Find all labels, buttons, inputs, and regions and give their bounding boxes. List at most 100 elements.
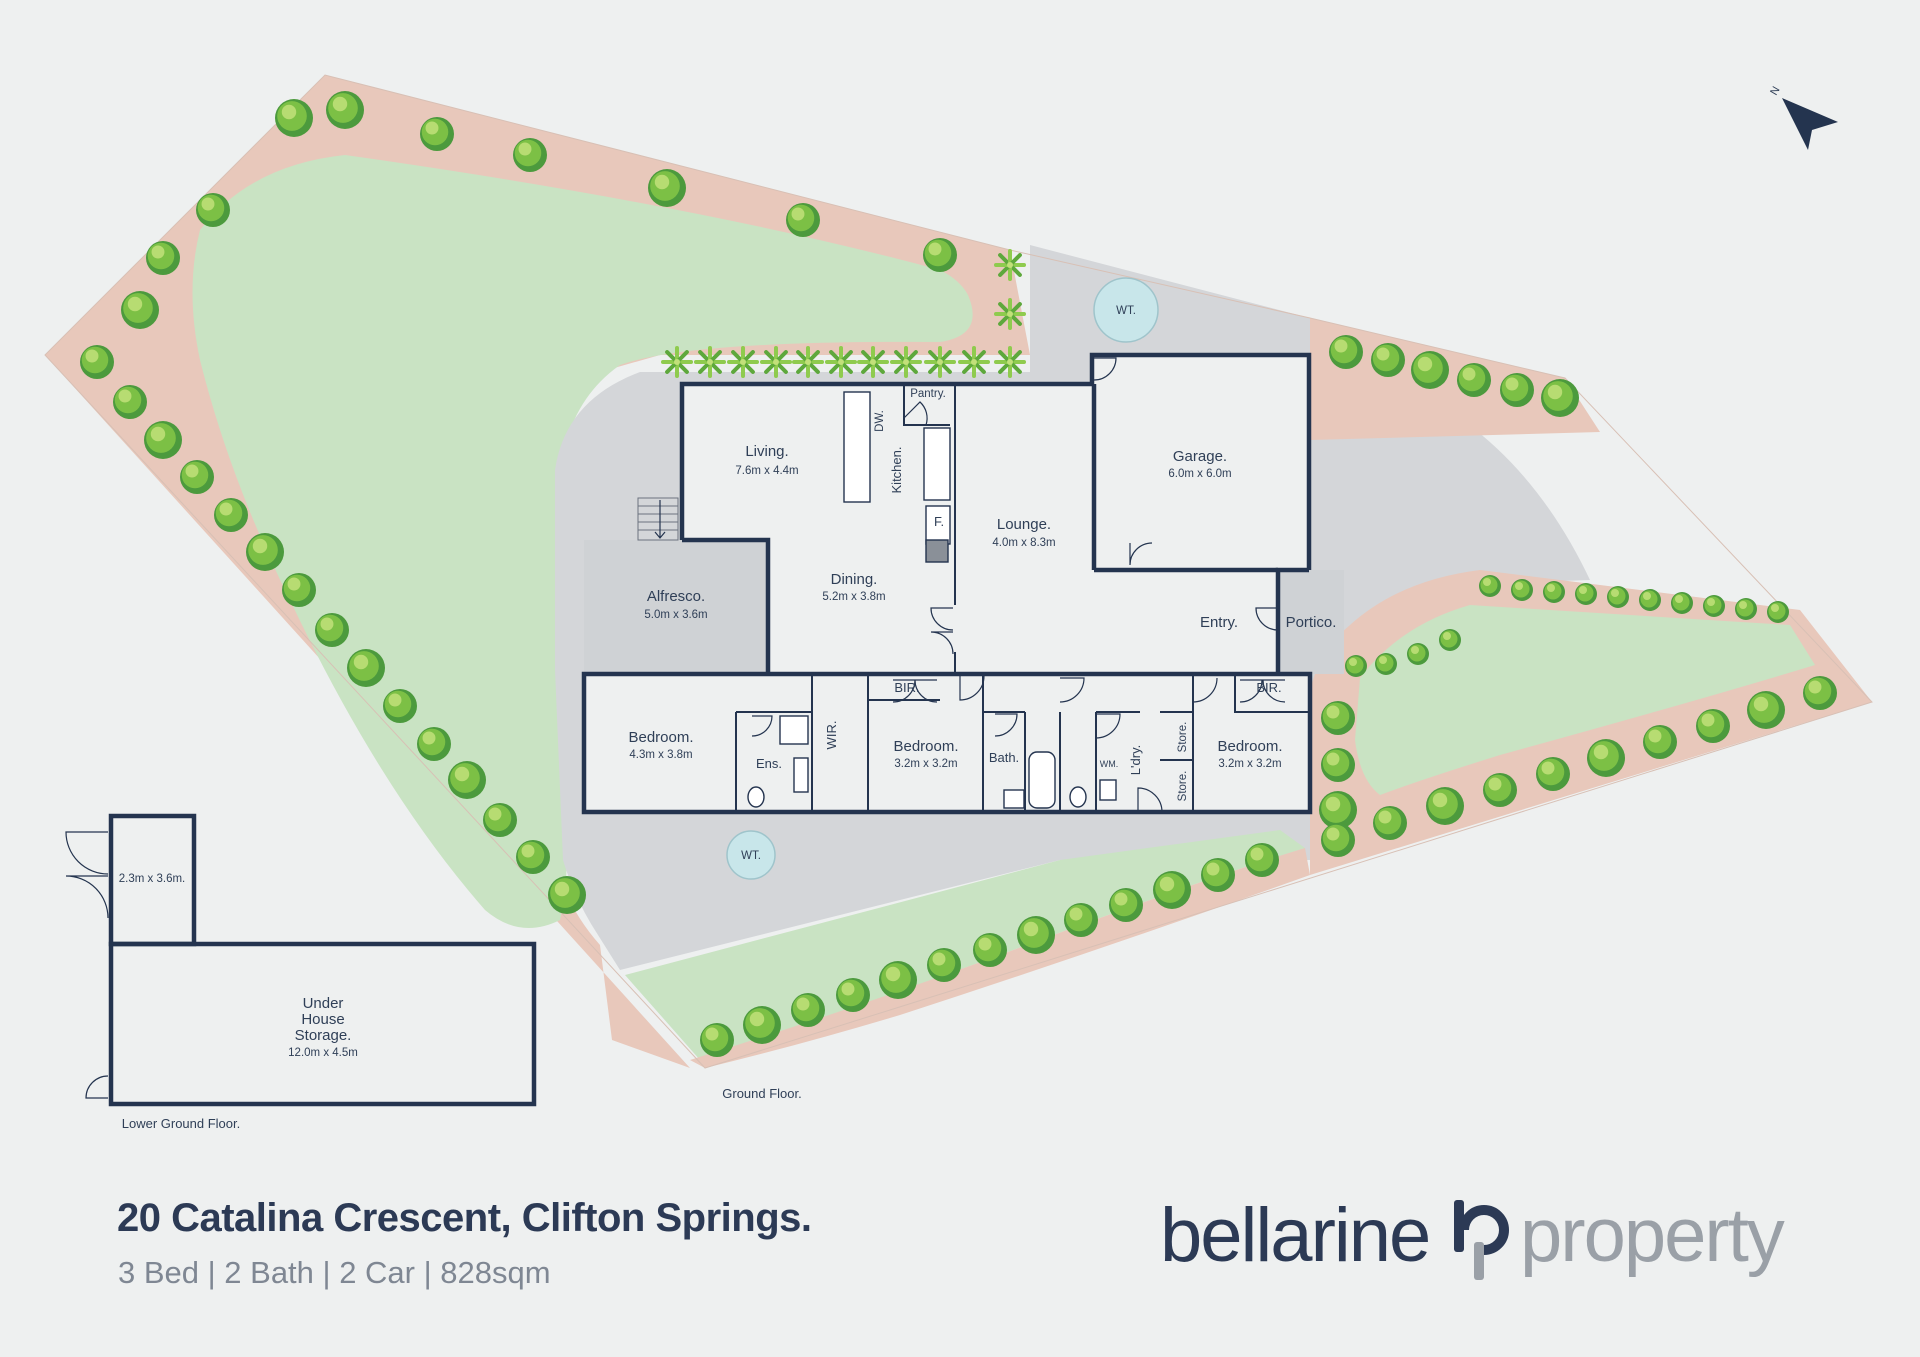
- tree-icon: [1411, 351, 1449, 389]
- storage-label-2: House: [301, 1011, 344, 1028]
- bedroom-3-dim: 3.2m x 3.2m: [1218, 758, 1281, 770]
- tree-icon: [1017, 916, 1055, 954]
- shrub-icon: [1767, 601, 1789, 623]
- toilet-main: [1069, 786, 1087, 808]
- vanity-bath: [1003, 789, 1025, 809]
- palm-icon: [727, 346, 759, 378]
- lower-small-dim: 2.3m x 3.6m.: [119, 873, 185, 885]
- water-tank-north: [1093, 277, 1159, 343]
- site-boundary: [44, 74, 1873, 1069]
- vanity-ens: [793, 757, 809, 793]
- dining-dim: 5.2m x 3.8m: [822, 591, 885, 603]
- bir-2-label: BIR.: [894, 680, 919, 695]
- palm-icon: [760, 346, 792, 378]
- tree-icon: [214, 498, 248, 532]
- laundry-label: L'dry.: [1128, 745, 1143, 775]
- tree-icon: [144, 421, 182, 459]
- bedroom-2-dim: 3.2m x 3.2m: [894, 758, 957, 770]
- tree-icon: [791, 993, 825, 1027]
- store-2-label: Store.: [1177, 771, 1189, 802]
- pantry-label: Pantry.: [910, 388, 946, 400]
- tree-icon: [1153, 871, 1191, 909]
- tree-icon: [383, 689, 417, 723]
- palm-icon: [994, 298, 1026, 330]
- entry-label: Entry.: [1200, 614, 1238, 631]
- shrub-icon: [1703, 595, 1725, 617]
- shrub-icon: [1345, 655, 1367, 677]
- doors: [751, 357, 1286, 813]
- tree-icon: [879, 961, 917, 999]
- garage-dim: 6.0m x 6.0m: [1168, 468, 1231, 480]
- tree-icon: [1426, 787, 1464, 825]
- tree-icon: [548, 876, 586, 914]
- shrub-icon: [1439, 629, 1461, 651]
- shower-ens: [779, 715, 809, 745]
- palm-plants: [661, 249, 1026, 378]
- tree-icon: [483, 803, 517, 837]
- dining-label: Dining.: [831, 571, 878, 588]
- tree-icon: [1500, 373, 1534, 407]
- tree-icon: [743, 1006, 781, 1044]
- tree-icon: [347, 649, 385, 687]
- tree-icon: [1321, 701, 1355, 735]
- lower-floor-label: Lower Ground Floor.: [122, 1116, 241, 1131]
- tree-icon: [326, 91, 364, 129]
- bedroom-1-dim: 4.3m x 3.8m: [629, 749, 692, 761]
- shrub-icon: [1375, 653, 1397, 675]
- ensuite-label: Ens.: [756, 756, 782, 771]
- tree-icon: [648, 169, 686, 207]
- portico-floor: [1278, 570, 1344, 674]
- living-label: Living.: [745, 443, 788, 460]
- tree-icon: [1536, 757, 1570, 791]
- lawn-left: [192, 155, 973, 928]
- palm-icon: [792, 346, 824, 378]
- tree-icon: [1201, 858, 1235, 892]
- tree-icon: [973, 933, 1007, 967]
- ground-floor-label: Ground Floor.: [722, 1086, 802, 1101]
- alfresco-label: Alfresco.: [647, 588, 705, 605]
- tree-icon: [121, 291, 159, 329]
- fridge-label: F.: [934, 514, 944, 529]
- tree-icon: [1373, 806, 1407, 840]
- water-tank-south: [726, 830, 776, 880]
- lounge-dim: 4.0m x 8.3m: [992, 537, 1055, 549]
- bedroom-3-label: Bedroom.: [1217, 738, 1282, 755]
- shrub-icon: [1511, 579, 1533, 601]
- stairs: [637, 497, 679, 541]
- wir-label: WIR.: [824, 721, 839, 750]
- dw-label: DW.: [874, 410, 886, 432]
- kitchen-label: Kitchen.: [889, 447, 904, 494]
- fireplace: [925, 539, 949, 563]
- storage-dim: 12.0m x 4.5m: [288, 1047, 358, 1059]
- shrub-icon: [1607, 586, 1629, 608]
- water-tanks: WT. WT.: [726, 277, 1159, 880]
- portico-label: Portico.: [1286, 614, 1337, 631]
- shrub-icon: [1735, 598, 1757, 620]
- palm-icon: [857, 346, 889, 378]
- walls: [581, 352, 1313, 815]
- lawn-right: [1355, 605, 1815, 795]
- bathtub: [1028, 751, 1056, 809]
- tree-icon: [246, 533, 284, 571]
- tree-icon: [1483, 773, 1517, 807]
- tree-icon: [420, 117, 454, 151]
- tree-icon: [315, 613, 349, 647]
- water-tank-south-label: WT.: [741, 850, 761, 862]
- tree-icon: [80, 345, 114, 379]
- cooktop-bench: [923, 427, 951, 501]
- tree-icon: [196, 193, 230, 227]
- tree-icon: [1541, 379, 1579, 417]
- tree-icon: [1109, 888, 1143, 922]
- fixtures: [747, 715, 1117, 809]
- shrub-icon: [1671, 592, 1693, 614]
- lower-ground-floor: 2.3m x 3.6m. Under House Storage. 12.0m …: [65, 813, 537, 1131]
- bedroom-2-label: Bedroom.: [893, 738, 958, 755]
- wm-label: WM.: [1100, 759, 1119, 769]
- tree-icon: [1747, 691, 1785, 729]
- laundry-tub: [1099, 779, 1117, 801]
- tree-icon: [1696, 709, 1730, 743]
- bath-label: Bath.: [989, 750, 1019, 765]
- alfresco-dim: 5.0m x 3.6m: [644, 609, 707, 621]
- tree-icon: [513, 138, 547, 172]
- tree-icon: [786, 203, 820, 237]
